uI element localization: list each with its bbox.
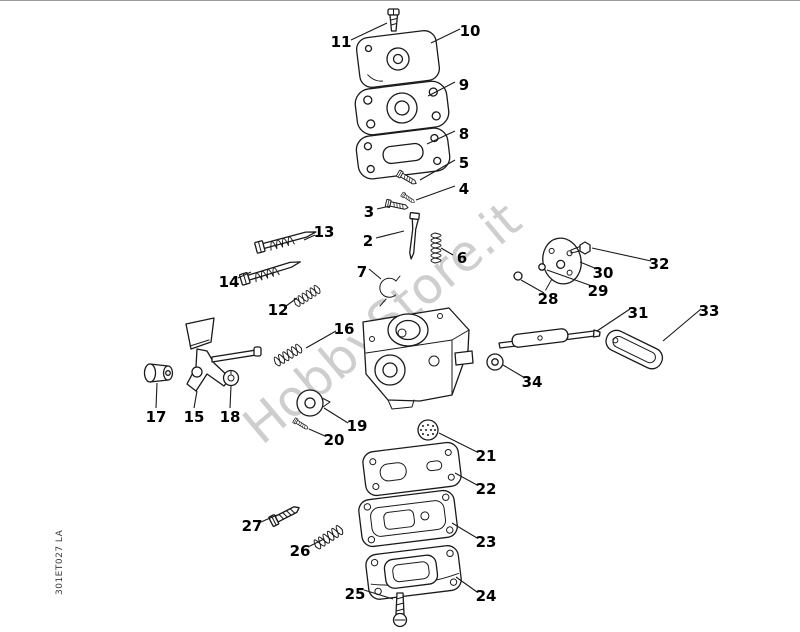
part-33-swivel-lever xyxy=(605,329,664,370)
part-28-ball xyxy=(513,271,523,281)
part-17-plug xyxy=(143,363,174,383)
part-12-spring xyxy=(291,283,322,309)
callout-17: 17 xyxy=(146,408,167,426)
part-23-pump-diaphragm xyxy=(358,489,458,548)
part-7-retainer-clip xyxy=(379,275,401,307)
callout-3: 3 xyxy=(364,203,374,221)
part-11-screw xyxy=(387,8,400,32)
callout-5: 5 xyxy=(459,154,469,172)
part-13-adjusting-screw xyxy=(253,225,319,255)
callout-10: 10 xyxy=(460,22,481,40)
callout-27: 27 xyxy=(242,517,263,535)
part-14-adjusting-screw xyxy=(238,255,303,287)
part-18-e-clip xyxy=(222,369,240,387)
part-24-pump-cover xyxy=(365,545,462,600)
callout-6: 6 xyxy=(457,249,467,267)
callout-34: 34 xyxy=(522,373,543,391)
part-19-cover-disc xyxy=(296,389,331,417)
part-2-inlet-needle xyxy=(409,212,420,260)
callout-11: 11 xyxy=(331,33,352,51)
part-29-ball xyxy=(538,263,546,271)
callout-16: 16 xyxy=(334,320,355,338)
callout-28: 28 xyxy=(538,290,559,308)
part-22-pump-gasket xyxy=(362,441,462,497)
callout-33: 33 xyxy=(699,302,720,320)
callout-9: 9 xyxy=(459,76,469,94)
callout-32: 32 xyxy=(649,255,670,273)
callout-18: 18 xyxy=(220,408,241,426)
callout-24: 24 xyxy=(476,587,497,605)
part-34-washer xyxy=(486,353,504,371)
part-4-pin-screw xyxy=(400,191,417,205)
carburetor-body xyxy=(362,307,474,410)
callout-30: 30 xyxy=(593,264,614,282)
part-26-spring xyxy=(311,523,345,551)
callout-22: 22 xyxy=(476,480,497,498)
callout-15: 15 xyxy=(184,408,205,426)
callout-29: 29 xyxy=(588,282,609,300)
callout-20: 20 xyxy=(324,431,345,449)
callout-21: 21 xyxy=(476,447,497,465)
callout-14: 14 xyxy=(219,273,240,291)
part-32-bolt xyxy=(570,241,591,255)
part-15-metering-lever xyxy=(185,317,262,392)
callout-labels: 2 3 4 5 6 7 8 9 10 11 12 13 14 15 16 17 … xyxy=(146,22,720,605)
callout-12: 12 xyxy=(268,301,289,319)
callout-13: 13 xyxy=(314,223,335,241)
callout-19: 19 xyxy=(347,417,368,435)
part-31-throttle-shaft xyxy=(498,328,601,349)
callout-23: 23 xyxy=(476,533,497,551)
part-25-screw xyxy=(392,592,408,628)
callout-4: 4 xyxy=(459,180,469,198)
part-21-inlet-screen xyxy=(417,419,439,441)
callout-7: 7 xyxy=(357,263,367,281)
part-9-metering-diaphragm xyxy=(354,80,450,136)
callout-31: 31 xyxy=(628,304,649,322)
part-10-diaphragm-cover xyxy=(355,30,441,88)
document-code: 301ET027 LA xyxy=(55,529,65,595)
part-3-screw xyxy=(384,198,410,212)
leader-lines xyxy=(155,22,702,600)
callout-25: 25 xyxy=(345,585,366,603)
part-30-choke-disc xyxy=(542,237,582,291)
part-27-screw xyxy=(267,502,303,528)
callout-2: 2 xyxy=(363,232,373,250)
callout-26: 26 xyxy=(290,542,311,560)
callout-8: 8 xyxy=(459,125,469,143)
